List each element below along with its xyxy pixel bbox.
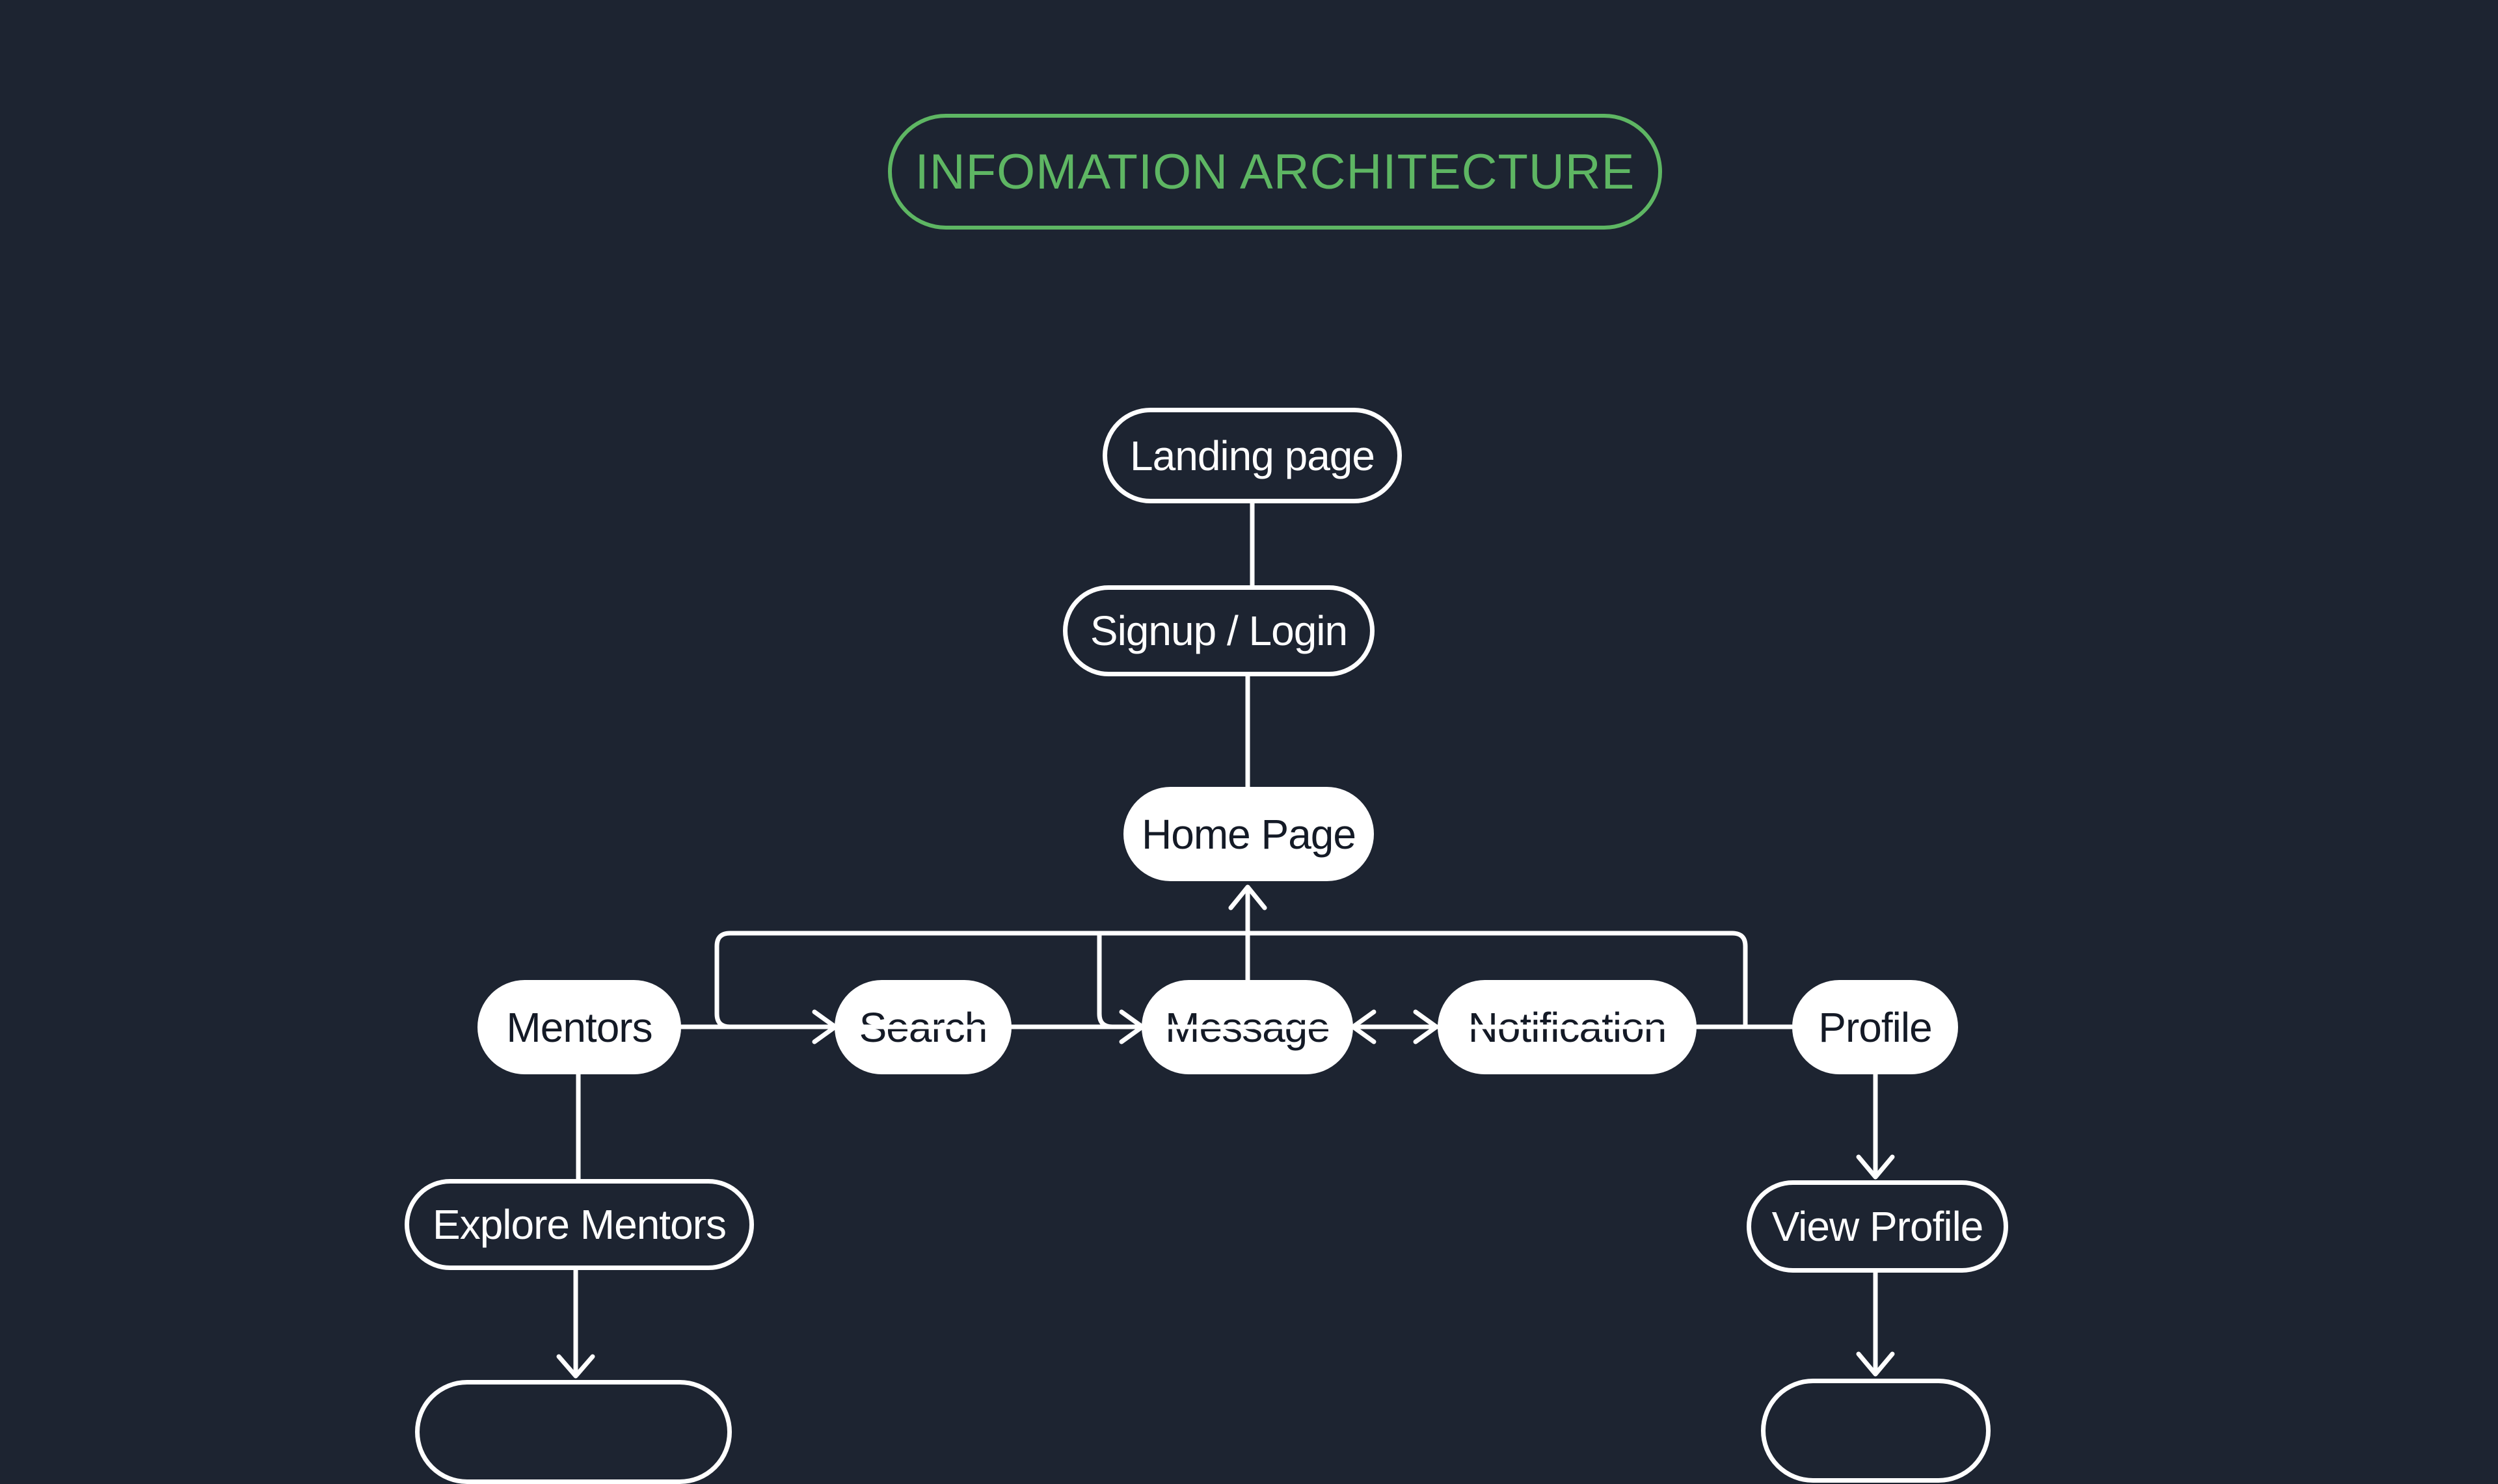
node-landing-page[interactable]: Landing page <box>1103 408 1402 503</box>
node-home-page[interactable]: Home Page <box>1123 787 1374 881</box>
node-message[interactable]: Message <box>1142 980 1353 1074</box>
node-view-profile[interactable]: View Profile <box>1747 1180 2008 1273</box>
node-mentors[interactable]: Mentors <box>477 980 681 1074</box>
node-cutoff-bottom-right[interactable] <box>1761 1379 1991 1483</box>
node-message-label: Message <box>1165 1003 1330 1051</box>
node-mentors-label: Mentors <box>506 1003 652 1051</box>
arrowhead-into-cutoff-right <box>1856 1351 1895 1377</box>
node-notification-label: Notification <box>1468 1003 1667 1051</box>
arrowhead-into-message-right <box>1350 1009 1377 1044</box>
node-explore-mentors[interactable]: Explore Mentors <box>405 1179 754 1270</box>
diagram-title: INFOMATION ARCHITECTURE <box>888 114 1662 230</box>
node-signup-login-label: Signup / Login <box>1090 607 1348 654</box>
arrowhead-into-search <box>812 1009 838 1044</box>
arrowhead-into-notification <box>1413 1009 1439 1044</box>
diagram-title-label: INFOMATION ARCHITECTURE <box>915 144 1635 200</box>
arrowhead-into-cutoff-left <box>556 1354 595 1379</box>
arrowhead-into-message-left <box>1119 1009 1145 1044</box>
node-view-profile-label: View Profile <box>1771 1203 1984 1250</box>
node-profile[interactable]: Profile <box>1792 980 1958 1074</box>
node-home-page-label: Home Page <box>1142 810 1356 858</box>
arrowhead-into-viewprofile <box>1856 1154 1895 1180</box>
node-search-label: Search <box>859 1003 988 1051</box>
node-explore-mentors-label: Explore Mentors <box>433 1201 727 1248</box>
node-notification[interactable]: Notification <box>1438 980 1697 1074</box>
node-cutoff-bottom-left[interactable] <box>415 1380 732 1484</box>
canvas: INFOMATION ARCHITECTURE Landing page Sig… <box>405 114 2008 1484</box>
node-landing-page-label: Landing page <box>1130 432 1375 479</box>
node-profile-label: Profile <box>1818 1003 1932 1051</box>
arrowhead-up-into-home <box>1228 884 1267 910</box>
node-search[interactable]: Search <box>835 980 1012 1074</box>
node-signup-login[interactable]: Signup / Login <box>1063 585 1375 676</box>
